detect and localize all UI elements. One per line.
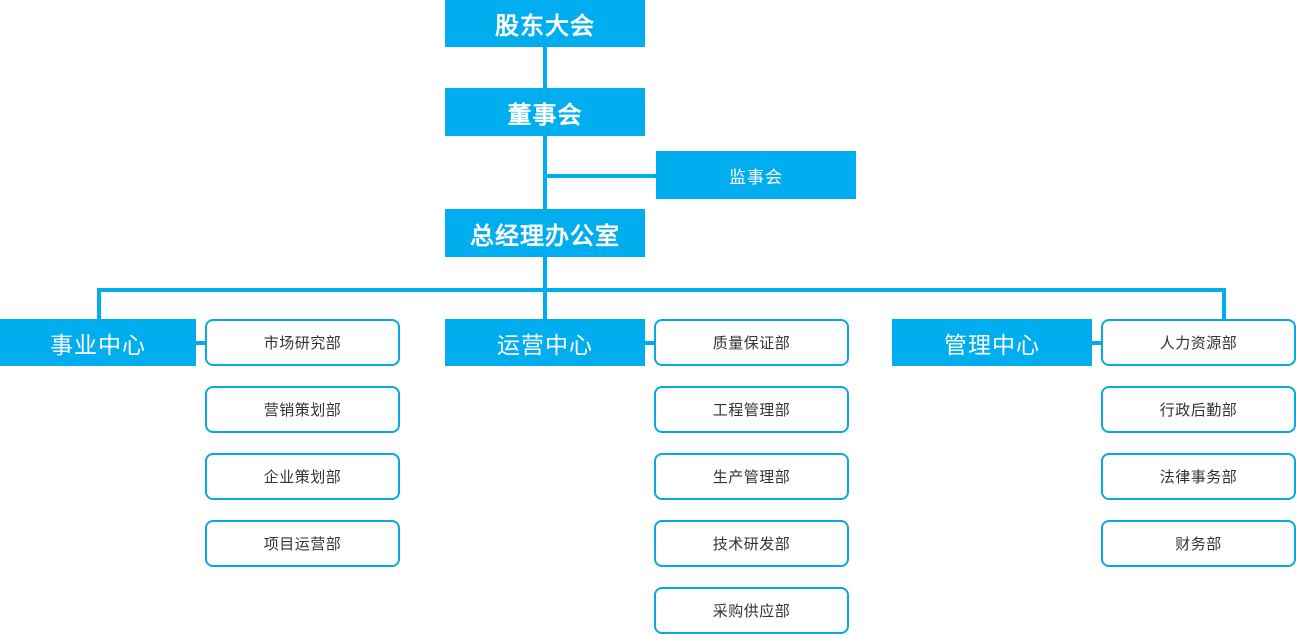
connector-center-2-stub — [1090, 341, 1103, 345]
node-board-of-directors[interactable]: 董事会 — [445, 88, 645, 136]
connector-bar-to-center-0 — [97, 288, 101, 319]
node-center-2-dept-3[interactable]: 财务部 — [1101, 520, 1296, 567]
node-center-0-label: 事业中心 — [50, 331, 146, 358]
node-center-2-dept-1[interactable]: 行政后勤部 — [1101, 386, 1296, 433]
connector-board-to-supervisors — [543, 174, 658, 178]
node-shareholders-meeting[interactable]: 股东大会 — [445, 0, 645, 47]
node-center-1-dept-1-label: 工程管理部 — [712, 402, 791, 419]
connector-center-0-stub — [194, 341, 207, 345]
node-center-1-dept-2-label: 生产管理部 — [712, 469, 791, 486]
node-general-manager-office[interactable]: 总经理办公室 — [445, 209, 645, 257]
node-center-0-dept-3[interactable]: 项目运营部 — [205, 520, 400, 567]
node-center-1-dept-0-label: 质量保证部 — [712, 335, 791, 352]
node-center-0-dept-1-label: 营销策划部 — [263, 402, 342, 419]
node-center-2-dept-2-label: 法律事务部 — [1159, 469, 1238, 486]
connector-center-1-stub — [643, 341, 656, 345]
node-center-0-dept-0-label: 市场研究部 — [263, 335, 342, 352]
node-center-0-dept-2-label: 企业策划部 — [263, 469, 342, 486]
node-center-1-dept-2[interactable]: 生产管理部 — [654, 453, 849, 500]
connector-shareholders-to-board — [543, 47, 547, 90]
node-center-1-dept-0[interactable]: 质量保证部 — [654, 319, 849, 366]
connector-distribution-bar — [97, 288, 1226, 292]
node-center-0[interactable]: 事业中心 — [0, 319, 196, 366]
node-center-1-label: 运营中心 — [497, 331, 593, 358]
node-center-1-dept-3-label: 技术研发部 — [712, 536, 791, 553]
node-center-2-dept-0-label: 人力资源部 — [1159, 335, 1238, 352]
node-center-2-dept-1-label: 行政后勤部 — [1159, 402, 1238, 419]
node-center-1-dept-4[interactable]: 采购供应部 — [654, 587, 849, 634]
node-center-0-dept-0[interactable]: 市场研究部 — [205, 319, 400, 366]
node-board-of-directors-label: 董事会 — [507, 101, 583, 129]
node-shareholders-meeting-label: 股东大会 — [495, 13, 595, 40]
node-center-2-dept-2[interactable]: 法律事务部 — [1101, 453, 1296, 500]
node-center-1[interactable]: 运营中心 — [445, 319, 645, 366]
node-center-2-dept-3-label: 财务部 — [1175, 536, 1222, 553]
node-center-1-dept-4-label: 采购供应部 — [712, 603, 791, 620]
connector-bar-to-center-2 — [1222, 288, 1226, 319]
node-center-1-dept-1[interactable]: 工程管理部 — [654, 386, 849, 433]
node-board-of-supervisors-label: 监事会 — [729, 167, 783, 187]
node-center-0-dept-2[interactable]: 企业策划部 — [205, 453, 400, 500]
node-center-0-dept-1[interactable]: 营销策划部 — [205, 386, 400, 433]
node-center-1-dept-3[interactable]: 技术研发部 — [654, 520, 849, 567]
node-center-2[interactable]: 管理中心 — [892, 319, 1092, 366]
connector-board-to-gm — [543, 136, 547, 211]
node-board-of-supervisors[interactable]: 监事会 — [656, 151, 856, 199]
node-center-2-dept-0[interactable]: 人力资源部 — [1101, 319, 1296, 366]
node-general-manager-office-label: 总经理办公室 — [470, 222, 620, 250]
node-center-0-dept-3-label: 项目运营部 — [263, 536, 342, 553]
node-center-2-label: 管理中心 — [944, 331, 1040, 358]
